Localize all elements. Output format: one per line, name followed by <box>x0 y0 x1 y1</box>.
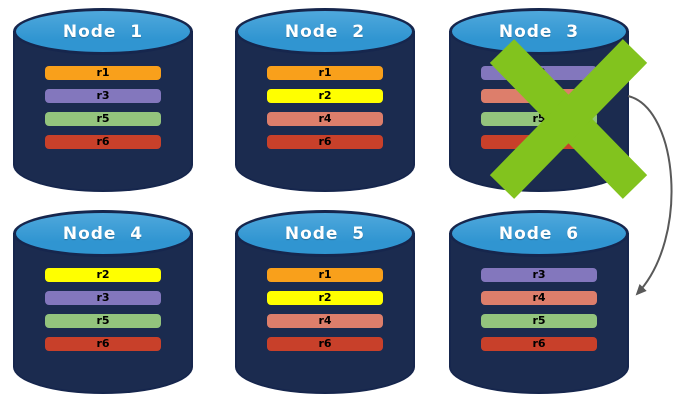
cylinder-top: Node 1 <box>13 8 193 55</box>
replica-list: r3 r4 r5 r6 <box>481 268 597 351</box>
node-1: Node 1 r1 r3 r5 r6 <box>13 8 193 192</box>
node-title: Node 5 <box>284 223 366 244</box>
replica-list: r1 r2 r4 r6 <box>267 66 383 149</box>
node-6: Node 6 r3 r4 r5 r6 <box>449 210 629 394</box>
cylinder-body <box>449 233 629 394</box>
replica-bar: r3 <box>45 89 161 103</box>
replica-bar: r4 <box>481 291 597 305</box>
replica-list: r1 r2 r4 r6 <box>267 268 383 351</box>
node-5: Node 5 r1 r2 r4 r6 <box>235 210 415 394</box>
node-title: Node 1 <box>62 21 144 42</box>
node-2: Node 2 r1 r2 r4 r6 <box>235 8 415 192</box>
cylinder-top: Node 6 <box>449 210 629 257</box>
replica-bar: r6 <box>267 337 383 351</box>
replica-bar: r1 <box>45 66 161 80</box>
replica-bar: r1 <box>267 66 383 80</box>
node-title: Node 4 <box>62 223 144 244</box>
cylinder-body <box>235 233 415 394</box>
replica-bar: r6 <box>267 135 383 149</box>
cylinder-body <box>13 233 193 394</box>
replica-bar: r4 <box>267 112 383 126</box>
cylinder-body <box>13 31 193 192</box>
cylinder-top: Node 2 <box>235 8 415 55</box>
replica-bar: r3 <box>481 268 597 282</box>
replica-list: r2 r3 r5 r6 <box>45 268 161 351</box>
replica-bar: r5 <box>481 314 597 328</box>
replica-bar: r6 <box>481 337 597 351</box>
replica-bar: r6 <box>45 135 161 149</box>
cylinder-top: Node 5 <box>235 210 415 257</box>
replica-list: r1 r3 r5 r6 <box>45 66 161 149</box>
node-3-failed: Node 3 r3 r4 r5 r6 <box>449 8 648 199</box>
replica-bar: r4 <box>267 314 383 328</box>
node-title: Node 3 <box>498 21 580 42</box>
replica-bar: r2 <box>267 89 383 103</box>
replica-bar: r1 <box>267 268 383 282</box>
replica-bar: r6 <box>45 337 161 351</box>
node-title: Node 6 <box>498 223 580 244</box>
replica-bar: r5 <box>45 314 161 328</box>
replica-bar: r2 <box>267 291 383 305</box>
cylinder-top: Node 4 <box>13 210 193 257</box>
cylinder-body <box>235 31 415 192</box>
cylinder-top: Node 3 <box>449 8 629 55</box>
node-title: Node 2 <box>284 21 366 42</box>
node-4: Node 4 r2 r3 r5 r6 <box>13 210 193 394</box>
replica-bar: r5 <box>45 112 161 126</box>
replica-bar: r3 <box>45 291 161 305</box>
replica-bar: r2 <box>45 268 161 282</box>
failure-x-icon <box>489 39 648 199</box>
